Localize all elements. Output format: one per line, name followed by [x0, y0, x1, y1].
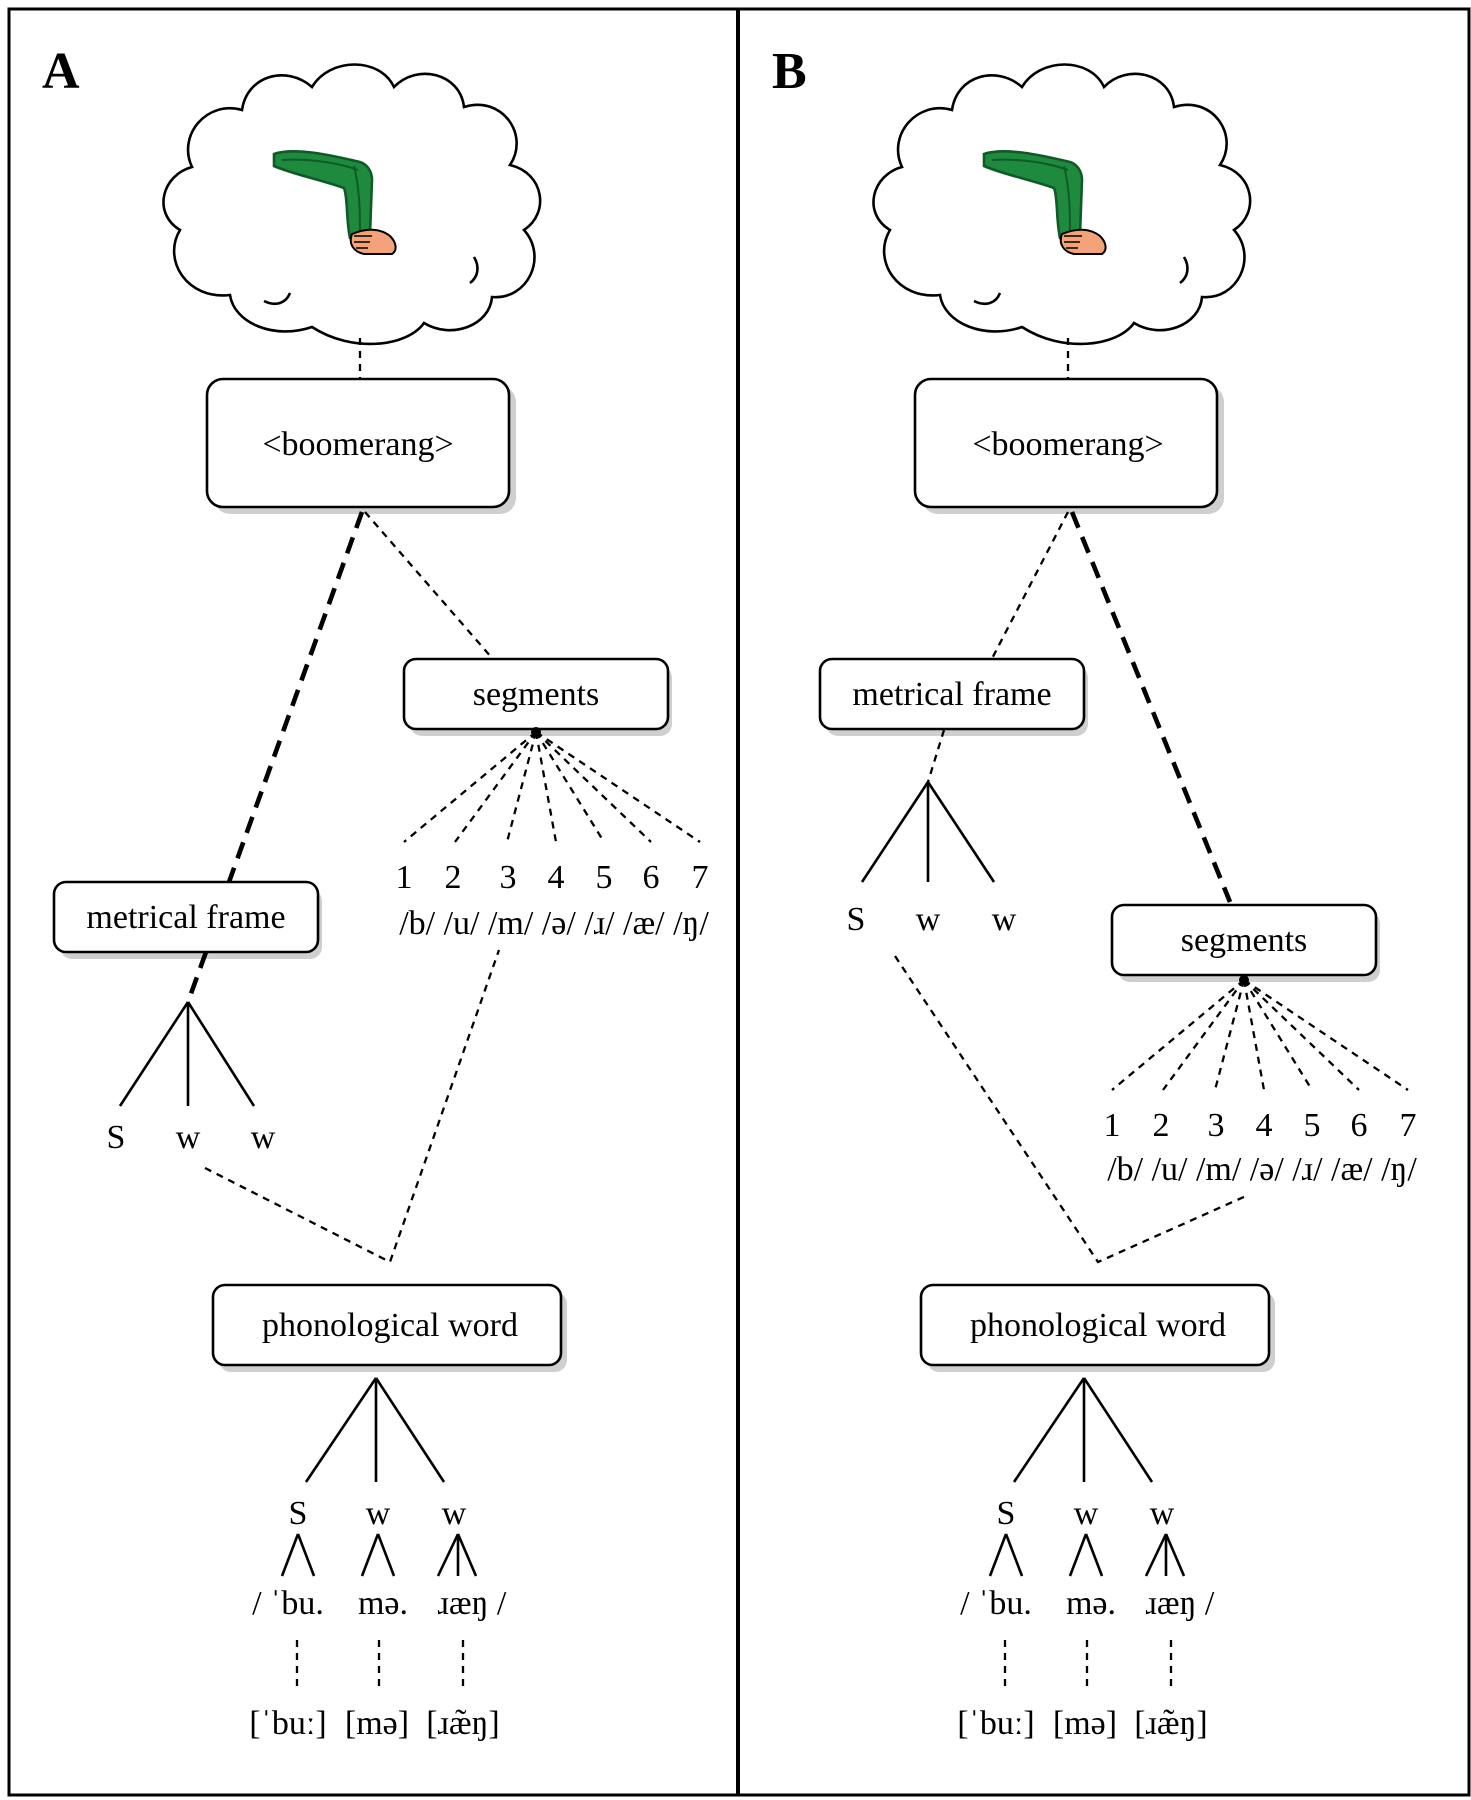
segment-number: 2: [1153, 1107, 1170, 1144]
metrical-frame-label: metrical frame: [86, 899, 285, 936]
syllable: mə.: [358, 1585, 408, 1622]
word-node: w: [1150, 1495, 1175, 1532]
segment-number: 3: [1208, 1107, 1225, 1144]
syllable-branches: [280, 1533, 478, 1577]
metrical-frame-label: metrical frame: [852, 676, 1051, 713]
metrical-frame-box: [52, 880, 320, 954]
word-tree: S w w: [289, 1377, 467, 1532]
segment-number: 4: [548, 859, 565, 896]
metrical-tree-link: [926, 729, 946, 783]
metrical-node: w: [916, 901, 941, 938]
segments-link: [1069, 511, 1233, 903]
segments-fan: [1111, 979, 1409, 1091]
word-node: w: [1074, 1495, 1099, 1532]
word-node: S: [289, 1495, 308, 1532]
concept-box: [913, 377, 1219, 509]
panel-label: A: [42, 43, 80, 100]
realization-links: [295, 1640, 465, 1690]
association-lines: [894, 955, 1247, 1264]
syllable: / ˈbu.: [960, 1585, 1032, 1622]
phonetic-form: [ɹæ̃ŋ]: [1134, 1705, 1207, 1742]
segment-number: 4: [1256, 1107, 1273, 1144]
concept-label: <boomerang>: [262, 426, 453, 463]
segment-numbers: 1 2 3 4 5 6 7: [1104, 1107, 1417, 1144]
segment-number: 2: [445, 859, 462, 896]
segments-label: segments: [473, 676, 600, 713]
phonetic-form: [ˈbuː]: [957, 1705, 1034, 1742]
metrical-tree: S w w: [107, 1001, 276, 1156]
word-node: w: [442, 1495, 467, 1532]
phonological-word-box: [919, 1283, 1271, 1367]
phonological-word-label: phonological word: [262, 1307, 518, 1344]
metrical-node: S: [847, 901, 866, 938]
metrical-link: [226, 511, 365, 883]
segments-fan: [403, 731, 701, 843]
word-tree: S w w: [997, 1377, 1175, 1532]
segment-number: 7: [692, 859, 709, 896]
metrical-node: w: [992, 901, 1017, 938]
concept-label: <boomerang>: [972, 426, 1163, 463]
segment-number: 5: [596, 859, 613, 896]
segment-number: 5: [1304, 1107, 1321, 1144]
segment-phonemes: /b/ /u/ /m/ /ə/ /ɹ/ /æ/ /ŋ/: [1107, 1151, 1417, 1188]
segment-number: 6: [1351, 1107, 1368, 1144]
panel-a: A <boomerang> segments: [42, 43, 709, 1742]
segment-numbers: 1 2 3 4 5 6 7: [396, 859, 709, 896]
word-node: w: [366, 1495, 391, 1532]
syllable: / ˈbu.: [252, 1585, 324, 1622]
association-lines: [204, 949, 501, 1264]
panel-b: B <boomerang> metrical frame S w w: [772, 43, 1417, 1742]
panel-label: B: [772, 43, 807, 100]
phonetic-form: [mə]: [345, 1705, 409, 1742]
syllable: mə.: [1066, 1585, 1116, 1622]
segment-number: 1: [396, 859, 413, 896]
segment-number: 1: [1104, 1107, 1121, 1144]
segments-link: [364, 511, 493, 659]
segment-phonemes: /b/ /u/ /m/ /ə/ /ɹ/ /æ/ /ŋ/: [399, 905, 709, 942]
syllable: ɹæŋ /: [438, 1585, 507, 1622]
phonetic-form: [mə]: [1053, 1705, 1117, 1742]
concept-box: [205, 377, 511, 509]
phonetic-forms: [ˈbuː] [mə] [ɹæ̃ŋ]: [249, 1705, 499, 1742]
syllables: / ˈbu. mə. ɹæŋ /: [252, 1585, 507, 1622]
metrical-link: [954, 511, 1070, 729]
realization-links: [1003, 1640, 1173, 1690]
phonological-word-box: [211, 1283, 563, 1367]
phonetic-form: [ˈbuː]: [249, 1705, 326, 1742]
segments-label: segments: [1181, 922, 1308, 959]
syllable-branches: [988, 1533, 1186, 1577]
syllable: ɹæŋ /: [1146, 1585, 1215, 1622]
segment-number: 3: [500, 859, 517, 896]
metrical-node: w: [176, 1119, 201, 1156]
phonetic-forms: [ˈbuː] [mə] [ɹæ̃ŋ]: [957, 1705, 1207, 1742]
phonetic-form: [ɹæ̃ŋ]: [426, 1705, 499, 1742]
segment-number: 6: [643, 859, 660, 896]
metrical-tree: S w w: [847, 781, 1017, 938]
metrical-node: w: [251, 1119, 276, 1156]
segment-number: 7: [1400, 1107, 1417, 1144]
syllables: / ˈbu. mə. ɹæŋ /: [960, 1585, 1215, 1622]
phonological-word-label: phonological word: [970, 1307, 1226, 1344]
metrical-frame-box: [818, 657, 1086, 731]
word-node: S: [997, 1495, 1016, 1532]
metrical-node: S: [107, 1119, 126, 1156]
metrical-tree-link: [185, 951, 209, 1003]
